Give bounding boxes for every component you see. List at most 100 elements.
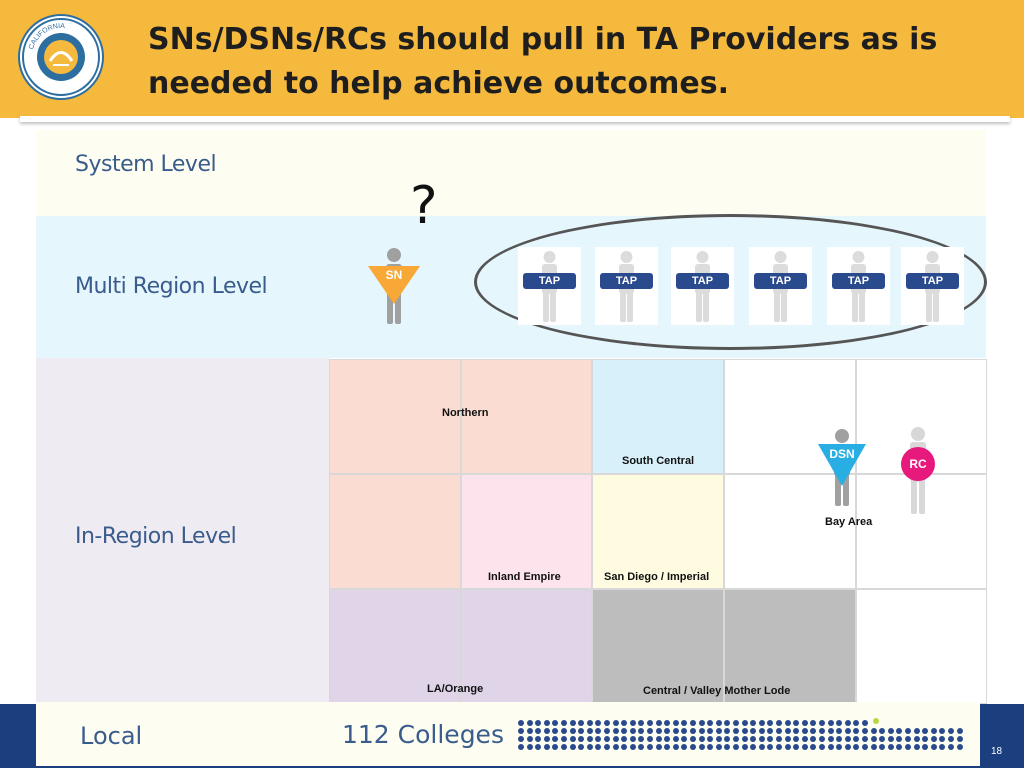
- college-dot: [853, 736, 860, 742]
- college-dot: [526, 728, 533, 734]
- college-dot: [767, 728, 774, 734]
- college-dot: [535, 736, 542, 742]
- grid-cell: [724, 474, 856, 589]
- college-dot: [604, 744, 610, 750]
- in-region-level-band: In-Region Level: [36, 358, 329, 704]
- college-dot: [922, 736, 929, 742]
- college-dot: [578, 744, 585, 750]
- system-level-band: System Level: [36, 130, 986, 216]
- tap-badge-label: TAP: [906, 273, 959, 289]
- college-dot: [870, 744, 877, 750]
- college-dot: [561, 744, 567, 750]
- college-dot: [681, 720, 688, 726]
- colleges-count-label: 112 Colleges: [342, 720, 504, 749]
- college-dot: [543, 728, 550, 734]
- tap-badge-label: TAP: [676, 273, 729, 289]
- college-dot: [776, 744, 782, 750]
- college-dot: [844, 736, 851, 742]
- college-dot: [827, 728, 834, 734]
- grid-cell: [329, 474, 461, 589]
- local-level-label: Local: [80, 722, 143, 750]
- college-dot: [586, 744, 593, 750]
- college-dot: [853, 720, 860, 726]
- region-label-san-diego-imperial: San Diego / Imperial: [604, 571, 710, 583]
- college-dot: [629, 720, 636, 726]
- college-dot: [569, 720, 576, 726]
- college-dot: [698, 736, 705, 742]
- college-dot: [690, 720, 696, 726]
- region-label-inland-empire: Inland Empire: [488, 571, 561, 583]
- college-dot: [612, 720, 619, 726]
- college-dot: [535, 744, 542, 750]
- college-dot: [612, 728, 619, 734]
- college-dot: [819, 720, 825, 726]
- college-dot: [707, 728, 714, 734]
- college-dot: [930, 736, 937, 742]
- college-dot: [621, 720, 628, 726]
- college-dot: [819, 744, 825, 750]
- college-dot: [672, 728, 679, 734]
- college-dot: [819, 736, 825, 742]
- college-dot: [750, 736, 757, 742]
- college-dot: [629, 728, 636, 734]
- college-dot: [690, 736, 696, 742]
- college-dot: [905, 728, 911, 734]
- college-dot: [913, 744, 920, 750]
- slide-header: [0, 0, 1024, 118]
- college-dot: [569, 736, 576, 742]
- college-dot: [681, 736, 688, 742]
- college-dot: [956, 728, 963, 734]
- college-dot: [733, 736, 739, 742]
- system-level-label: System Level: [75, 152, 217, 177]
- college-dot: [518, 736, 524, 742]
- sn-badge-label: SN: [385, 268, 403, 282]
- tap-provider-icon: TAP: [595, 247, 658, 325]
- college-dot: [784, 744, 791, 750]
- college-dot: [733, 720, 739, 726]
- college-dot: [595, 720, 602, 726]
- college-dot: [715, 720, 722, 726]
- college-dot: [853, 728, 860, 734]
- college-dot: [707, 744, 714, 750]
- college-dot: [535, 720, 542, 726]
- college-dot: [750, 728, 757, 734]
- college-dot: [569, 744, 576, 750]
- college-dot: [862, 728, 868, 734]
- header-divider: [20, 116, 1010, 122]
- college-dot: [896, 728, 903, 734]
- college-dot: [767, 744, 774, 750]
- college-dot: [948, 736, 954, 742]
- college-dot: [715, 744, 722, 750]
- college-dot: [612, 736, 619, 742]
- grid-cell: [856, 589, 987, 704]
- college-dot: [844, 720, 851, 726]
- college-dot: [552, 744, 559, 750]
- college-dot: [905, 744, 911, 750]
- college-dot: [518, 720, 524, 726]
- college-dot: [595, 736, 602, 742]
- college-dot: [887, 736, 894, 742]
- college-dot: [561, 728, 567, 734]
- college-dot: [801, 728, 808, 734]
- college-dot: [930, 744, 937, 750]
- college-dot: [552, 720, 559, 726]
- slide-title: SNs/DSNs/RCs should pull in TA Providers…: [148, 22, 938, 101]
- college-dot: [913, 728, 920, 734]
- college-dot: [655, 744, 662, 750]
- college-dot: [827, 744, 834, 750]
- college-dot: [758, 736, 765, 742]
- college-dot: [784, 720, 791, 726]
- college-dot: [956, 744, 963, 750]
- college-dot: [733, 728, 739, 734]
- college-dot: [586, 736, 593, 742]
- region-label-northern: Northern: [442, 407, 489, 419]
- tap-badge-label: TAP: [600, 273, 653, 289]
- college-dot: [621, 744, 628, 750]
- college-dot: [776, 720, 782, 726]
- college-dot: [733, 744, 739, 750]
- region-label-bay-area: Bay Area: [825, 516, 873, 528]
- college-dot: [638, 744, 645, 750]
- college-dot: [578, 728, 585, 734]
- college-dot: [741, 728, 748, 734]
- tap-badge-label: TAP: [832, 273, 885, 289]
